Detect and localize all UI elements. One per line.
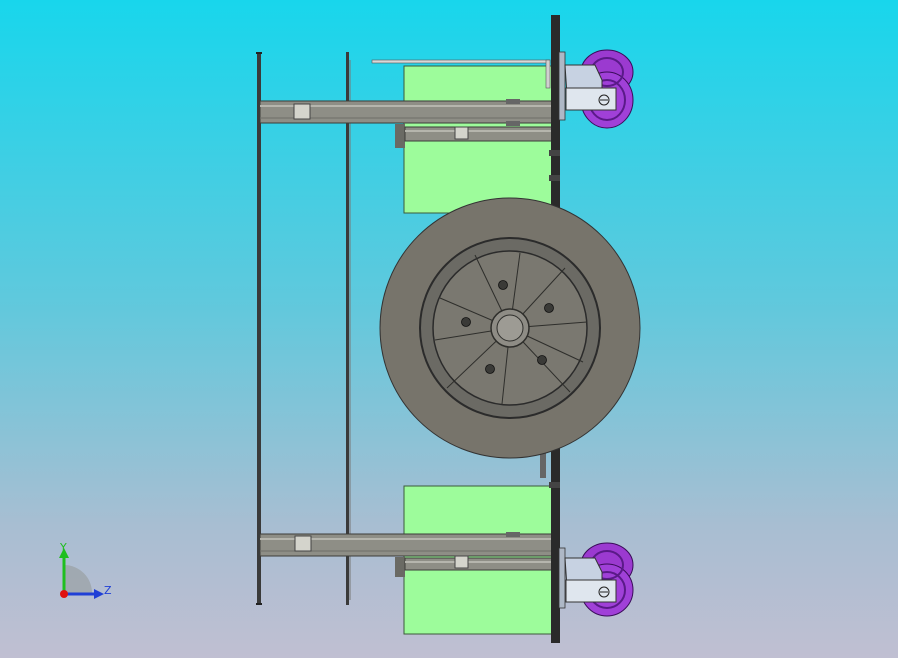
bottom-secondary-collar: [454, 555, 469, 569]
bottom-caster: [558, 542, 634, 617]
top-caster: [558, 49, 634, 129]
main-wheel: [379, 197, 641, 459]
axis-triad: Y Z: [59, 541, 112, 599]
bottom-shaft-collar: [294, 535, 312, 552]
x-axis-origin: [60, 590, 68, 598]
bottom-main-shaft: [259, 532, 553, 557]
middle-plate: [346, 52, 351, 605]
y-axis-label: Y: [59, 541, 67, 554]
top-shaft-collar: [293, 103, 311, 120]
left-end-plate: [256, 52, 262, 605]
top-thin-rod: [371, 59, 551, 89]
z-axis-label: Z: [104, 584, 112, 597]
top-secondary-collar: [454, 126, 469, 140]
wheel-bolts: [461, 280, 554, 374]
top-secondary-shaft: [395, 124, 553, 148]
triad-plane-icon: [64, 565, 93, 594]
bottom-secondary-shaft: [395, 555, 553, 577]
top-main-shaft: [259, 99, 553, 126]
